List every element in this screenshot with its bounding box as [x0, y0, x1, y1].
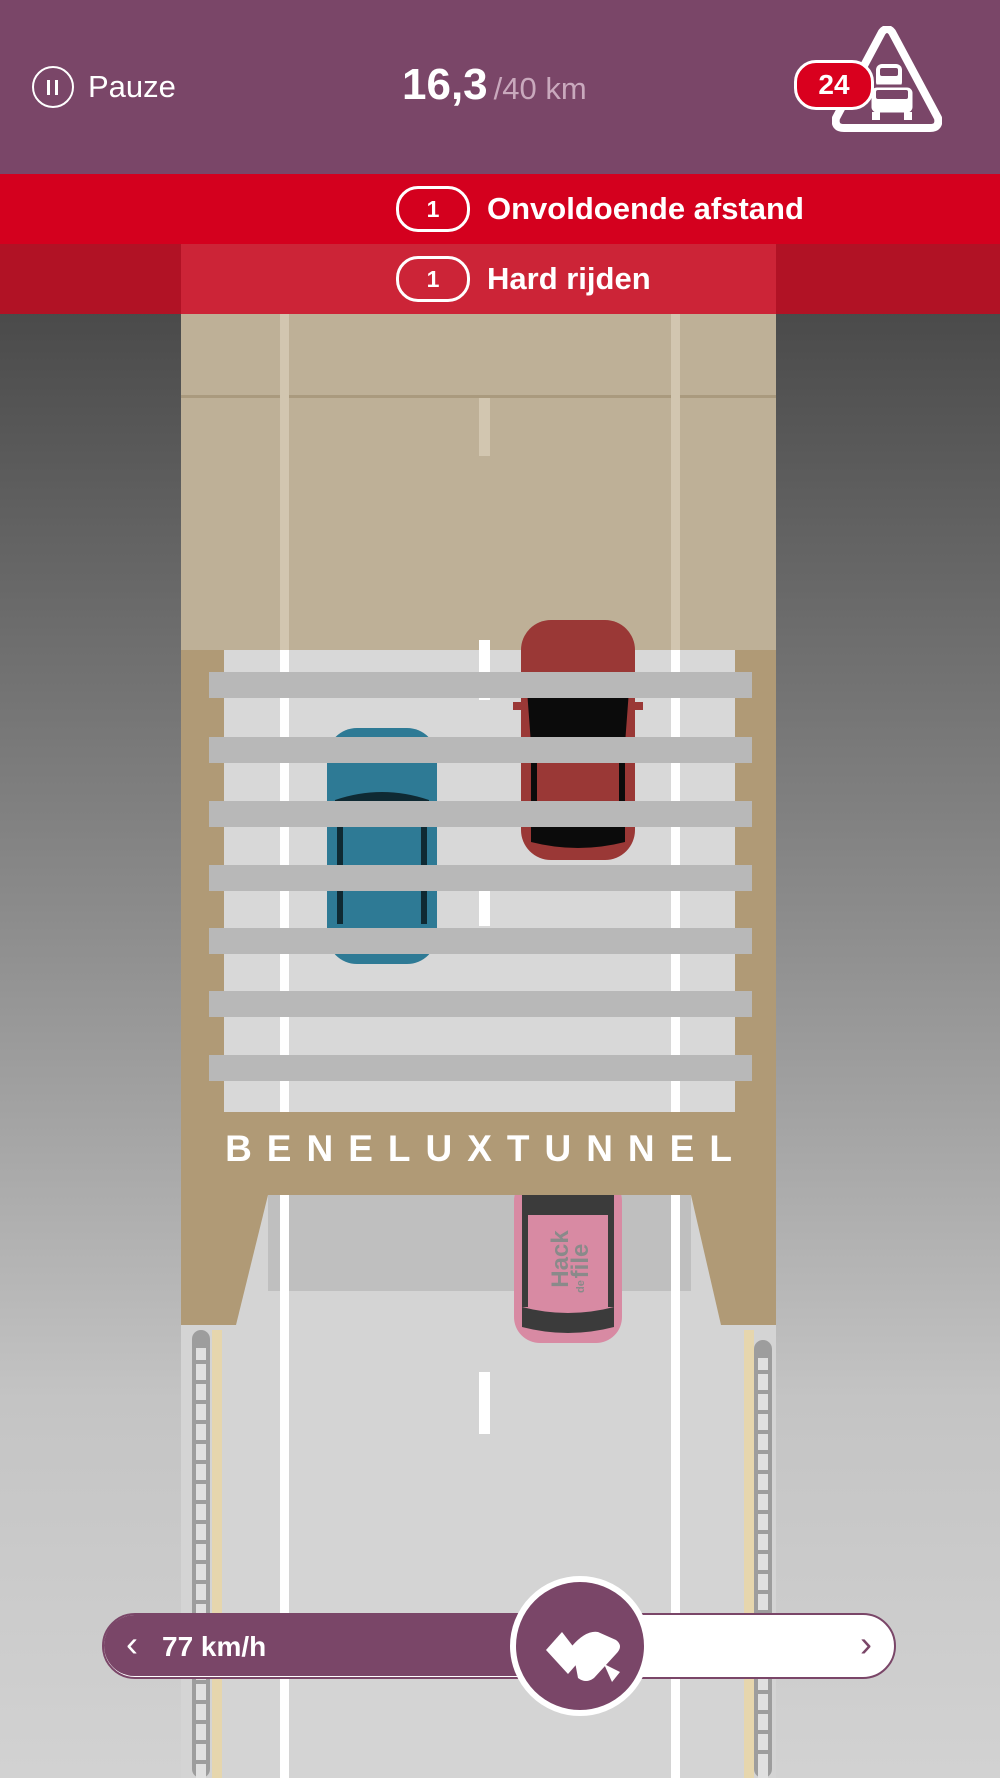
- tunnel-stripe: [209, 672, 752, 698]
- player-car-text: Hack: [547, 1230, 574, 1288]
- player-car-text: file: [567, 1244, 594, 1279]
- lane-dash: [479, 398, 490, 456]
- road-shoulder: [744, 1330, 754, 1778]
- player-car: Hack de file: [514, 1195, 622, 1343]
- tunnel-stripe: [209, 801, 752, 827]
- lane-line: [671, 1195, 680, 1778]
- guard-rail: [754, 1340, 772, 1778]
- alert-count-badge: 1: [396, 256, 470, 302]
- tunnel-stripe: [209, 991, 752, 1017]
- chevron-left-icon[interactable]: ‹: [126, 1623, 138, 1664]
- road-shoulder: [212, 1330, 222, 1778]
- alert-bar-distance: 1 Onvoldoende afstand: [0, 174, 1000, 244]
- speed-slider-fill: [104, 1615, 564, 1676]
- pedal-knob[interactable]: [510, 1576, 650, 1716]
- distance-total: /40 km: [493, 71, 587, 106]
- alert-count-badge: 1: [396, 186, 470, 232]
- road-line: [181, 395, 776, 398]
- pause-icon: [32, 66, 74, 108]
- lane-dash: [479, 640, 490, 700]
- lane-dash: [479, 890, 490, 926]
- top-bar: Pauze 16,3/40 km 24: [0, 0, 1000, 174]
- road-ahead: [181, 314, 776, 650]
- tunnel-pillars: [181, 1195, 776, 1325]
- alert-label: Hard rijden: [487, 261, 651, 296]
- guard-rail: [192, 1330, 210, 1778]
- tunnel-stripe: [209, 865, 752, 891]
- pause-label: Pauze: [88, 69, 176, 104]
- tunnel-stripe: [209, 1055, 752, 1081]
- tunnel-stripe: [209, 928, 752, 954]
- lane-line: [671, 314, 680, 650]
- player-car-text: de: [575, 1280, 587, 1293]
- lane-line: [280, 1195, 289, 1778]
- chevron-right-icon[interactable]: ›: [860, 1623, 872, 1664]
- lane-dash: [479, 1372, 490, 1434]
- lane-line: [280, 314, 289, 650]
- tunnel-stripe: [209, 737, 752, 763]
- tunnel-name: BENELUXTUNNEL: [225, 1128, 747, 1169]
- cars-count-badge: 24: [794, 60, 874, 110]
- distance-readout: 16,3/40 km: [402, 60, 587, 110]
- alert-bar-speeding: 1 Hard rijden: [0, 244, 1000, 314]
- foot-pedal-icon: [546, 1631, 620, 1682]
- pause-button[interactable]: Pauze: [32, 64, 176, 110]
- speed-slider[interactable]: ‹ 77 km/h ›: [102, 1613, 896, 1679]
- distance-current: 16,3: [402, 60, 488, 109]
- speed-readout: 77 km/h: [162, 1631, 267, 1662]
- traffic-jam-warning-icon[interactable]: [832, 26, 942, 136]
- alert-label: Onvoldoende afstand: [487, 191, 804, 226]
